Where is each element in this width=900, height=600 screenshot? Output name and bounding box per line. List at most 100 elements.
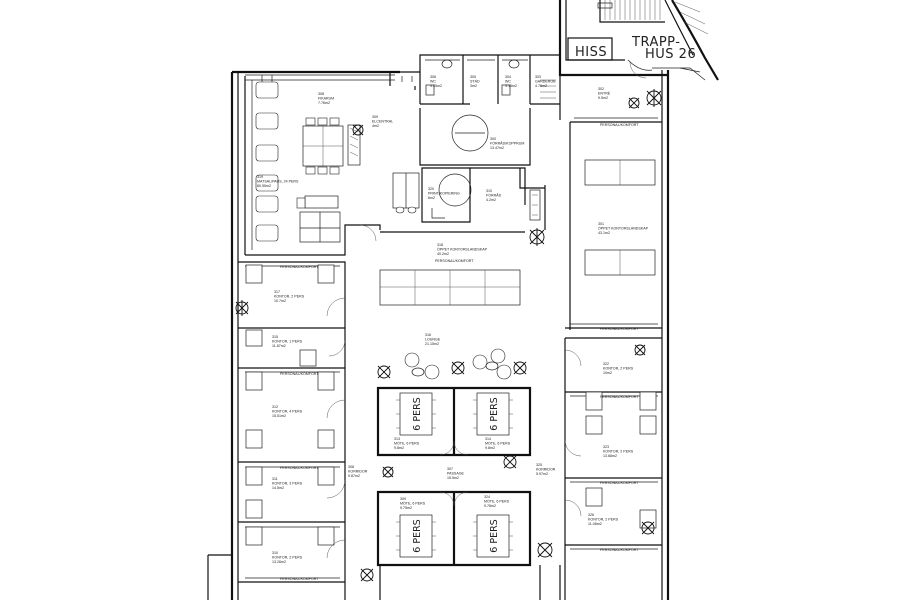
room-label-line: KONTOR, 3 PERS: [272, 481, 303, 485]
room-label-line: FÖRRÅD: [486, 192, 502, 197]
open-office-318: [379, 269, 521, 306]
room-label-line: 80.55m2: [257, 184, 271, 188]
room-label-line: PASSAGE: [447, 471, 465, 475]
elevator-shaft: [567, 37, 613, 61]
plant-icon: [641, 521, 655, 535]
room-label-line: 310: [272, 551, 278, 555]
room-label-line: 15.51m2: [272, 414, 286, 418]
room-label-line: 9.75m2: [400, 506, 412, 510]
room-label-line: 9.78m2: [484, 504, 496, 508]
room-label-line: FÖRRÅD/KOPPRUM: [490, 140, 524, 145]
plant-icon: [235, 300, 249, 316]
room-label-line: 317: [274, 290, 280, 294]
room-label-line: 10.7m2: [274, 299, 286, 303]
room-label-line: 303: [535, 75, 541, 79]
room-label-line: MÖTE, 6 PERS: [484, 499, 510, 503]
room-label-line: 308: [318, 92, 324, 96]
room-label-line: 309: [372, 115, 378, 119]
room-label-line: 21.15m2: [425, 342, 439, 346]
room-label-line: 9.8m2: [394, 446, 404, 450]
room-label-line: 314: [485, 437, 491, 441]
room-label-line: 9.8m2: [485, 446, 495, 450]
room-label-line: MÖTE, 6 PERS: [485, 441, 511, 445]
room-label-line: 4.2m2: [486, 198, 496, 202]
room-label-line: ÖPPET KONTORSLANDSKAP: [437, 247, 488, 251]
desk-tag-9: PERSONAL/KOMFORT: [600, 548, 639, 552]
desk-tag-6: PERSONAL/KOMFORT: [600, 327, 639, 331]
stair-title-line-2: HUS 26: [645, 47, 696, 62]
room-label-line: 313: [394, 437, 400, 441]
room-label-line: 4.35m2: [430, 84, 442, 88]
meeting-capacity-324: 6 PERS: [489, 519, 500, 552]
room-label-line: WC: [430, 79, 436, 83]
room-label-line: KONTOR, 2 PERS: [588, 517, 619, 521]
room-label-line: 308: [348, 465, 354, 469]
building-shell: [207, 62, 670, 600]
room-label-line: 9.87m2: [348, 474, 360, 478]
room-label-line: 324: [484, 495, 490, 499]
room-label-line: KONTOR, 2 PERS: [603, 366, 634, 370]
desk-tag-10: PERSONAL/KOMFORT: [435, 259, 474, 263]
plant-icon: [352, 124, 364, 136]
right-offices: [564, 337, 662, 600]
room-label-line: 300: [490, 137, 496, 141]
room-label-line: ENTRÉ: [598, 90, 611, 95]
stair-title-line-1: TRAPP-: [631, 35, 680, 50]
room-label-line: 7.76m2: [318, 101, 330, 105]
room-label-line: 319: [257, 175, 263, 179]
room-label-line: MÖTE, 6 PERS: [400, 501, 426, 505]
room-label-line: 318: [437, 243, 443, 247]
open-office-301: [565, 117, 662, 330]
room-label-line: PRINT/KOPIERING: [428, 191, 460, 195]
plant-icon: [646, 89, 662, 107]
room-label-line: 15.5m2: [447, 476, 459, 480]
meeting-capacity-309: 6 PERS: [412, 519, 423, 552]
elevator-label: HISS: [575, 45, 607, 60]
room-label-line: 310: [486, 189, 492, 193]
room-label-line: 320: [428, 187, 434, 191]
desk-tag-7: PERSONAL/KOMFORT: [600, 395, 639, 399]
room-label-line: 326: [588, 513, 594, 517]
room-label-line: ÖPPET KONTORSLANDSKAP: [598, 226, 649, 230]
room-label-line: 309: [400, 497, 406, 501]
meeting-capacity-313: 6 PERS: [412, 397, 423, 430]
room-label-line: 13.26m2: [272, 560, 286, 564]
room-label-line: 3m2: [470, 84, 477, 88]
room-label-line: 4.78m2: [535, 84, 547, 88]
room-label-line: 306: [430, 75, 436, 79]
room-label-line: 43.1m2: [598, 231, 610, 235]
lounge-316: [404, 348, 512, 380]
plant-icon: [503, 455, 517, 469]
room-label-line: GARDEROB: [535, 79, 556, 83]
desk-tag-8: PERSONAL/KOMFORT: [600, 481, 639, 485]
room-label-line: 315: [272, 335, 278, 339]
room-label-line: 301: [598, 222, 604, 226]
room-label-line: 3.15m2: [505, 84, 517, 88]
room-label-line: 9.5m2: [598, 96, 608, 100]
room-label-line: KONTOR, 2 PERS: [274, 294, 305, 298]
room-label-line: LOUNGE: [425, 337, 441, 341]
left-offices: [238, 261, 346, 600]
room-label-line: 323: [603, 445, 609, 449]
room-label-line: 322: [603, 362, 609, 366]
